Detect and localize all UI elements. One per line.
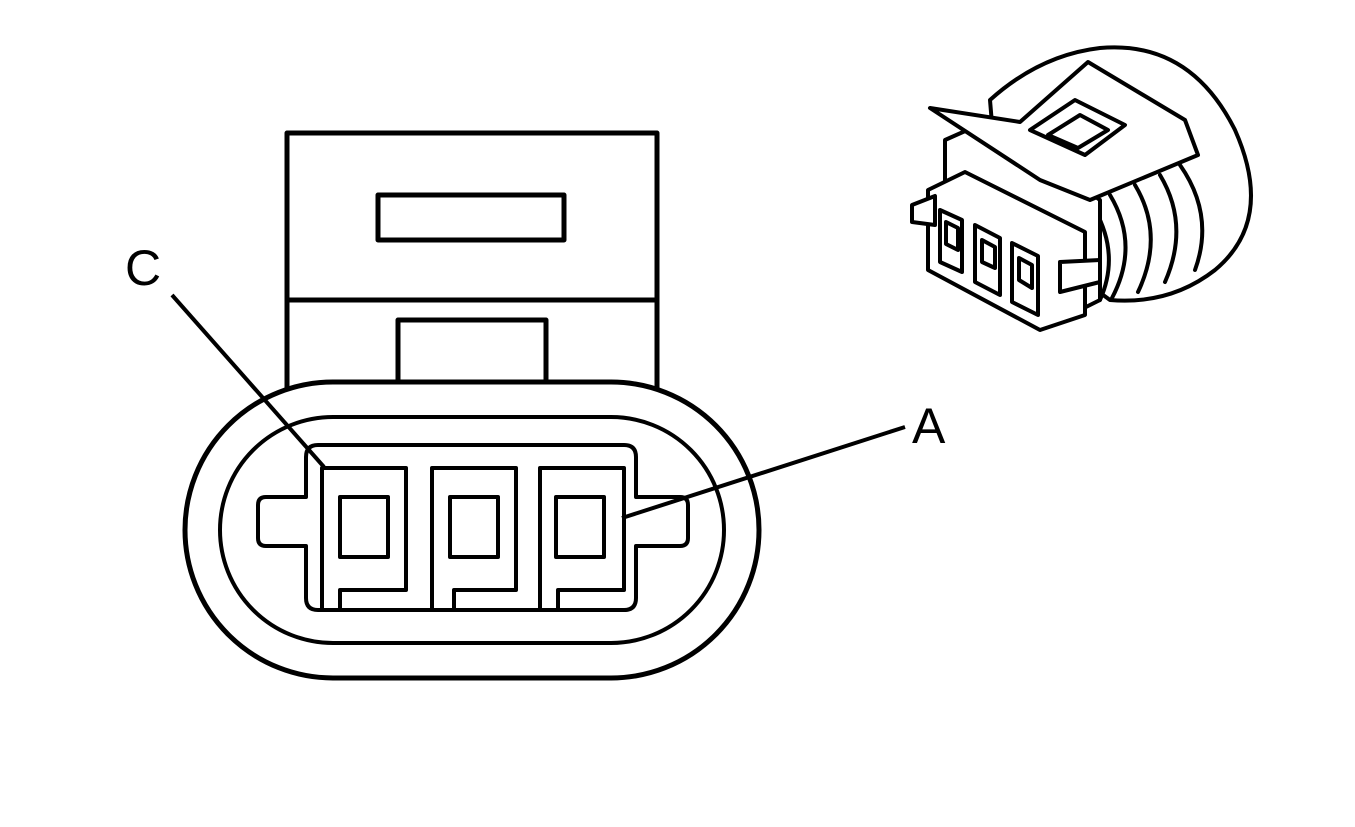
iso-mating-face: [926, 170, 1087, 332]
iso-terminal-a: [1010, 241, 1040, 317]
pin-cavity-c: [320, 466, 408, 610]
iso-side-key-right: [1058, 258, 1102, 294]
iso-lock-tab-slot: [1028, 98, 1127, 157]
pin-cavity-b: [430, 466, 518, 610]
pin-label-c: C: [125, 240, 161, 296]
lock-tab-slot: [375, 192, 567, 243]
iso-rib-2: [1158, 173, 1179, 284]
lock-tab-housing: [284, 130, 660, 406]
connector-isometric-view: [910, 45, 1253, 332]
iso-terminal-b: [973, 223, 1002, 297]
iso-lock-tab: [928, 60, 1200, 202]
iso-side-key: [910, 194, 937, 227]
iso-rib-4: [1108, 193, 1128, 300]
connector-outer-body: [182, 379, 762, 681]
iso-rib-3: [1133, 183, 1153, 294]
connector-face-view: C A: [125, 130, 946, 681]
iso-lock-tab-slot-inner: [1046, 113, 1110, 150]
iso-rib-1: [1178, 163, 1205, 272]
pin-label-a: A: [912, 398, 946, 454]
leader-line-c: [170, 293, 326, 469]
pin-cavity-a: [538, 466, 626, 610]
leader-line-a: [621, 425, 906, 520]
connector-inner-seal: [218, 415, 726, 645]
iso-terminal-c: [938, 208, 964, 274]
